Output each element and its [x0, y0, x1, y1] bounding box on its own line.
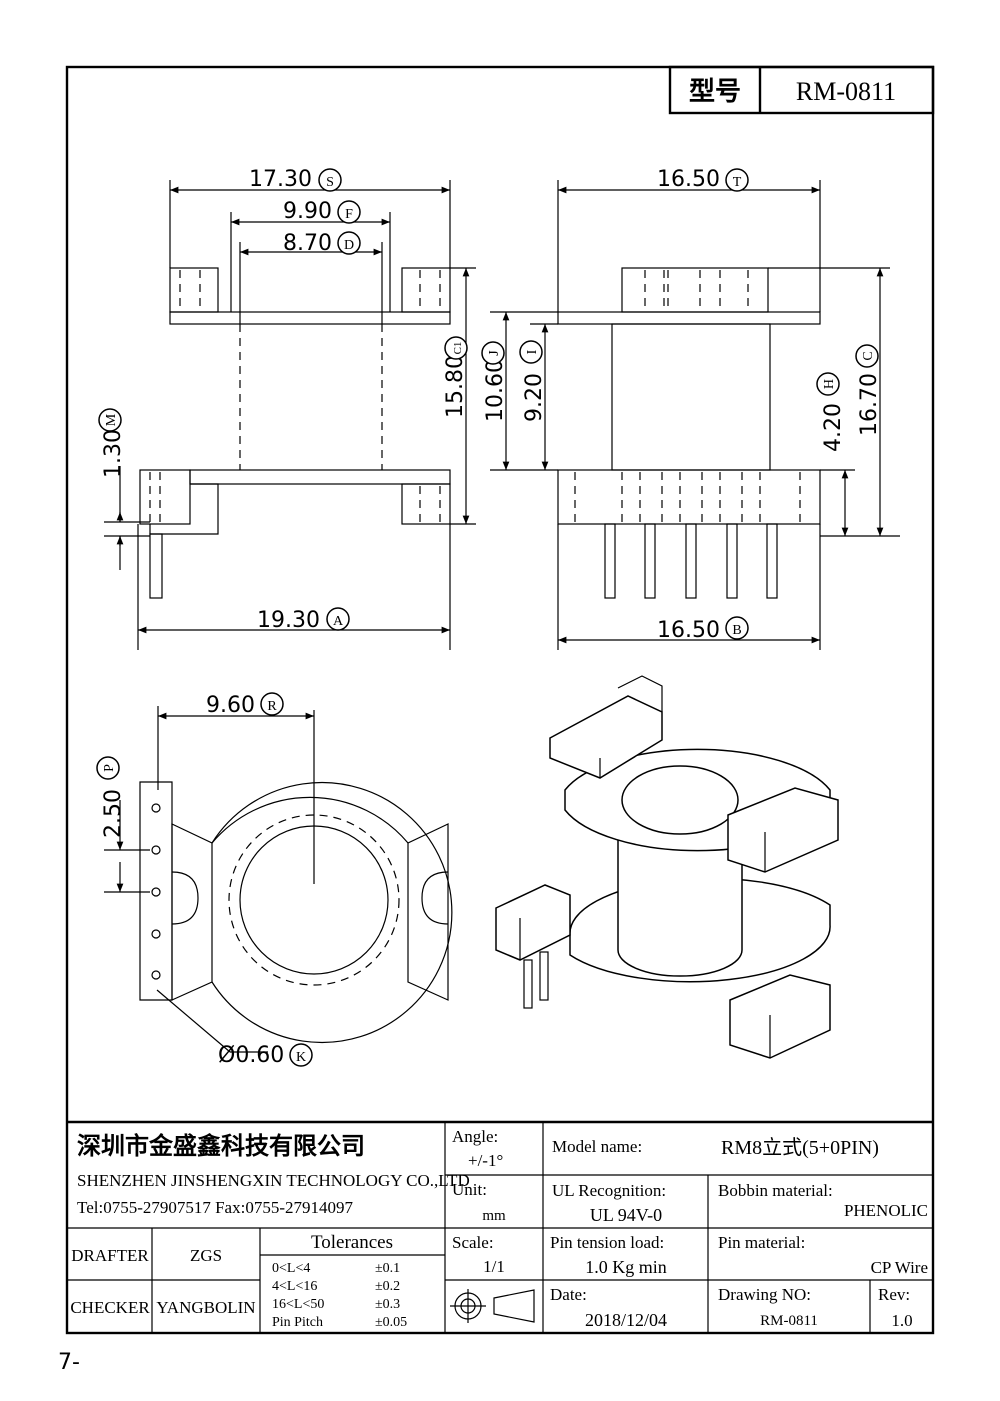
top-view: 9.60 R 2.50 P Ø0.60 K	[96, 692, 453, 1068]
checker-name: YANGBOLIN	[156, 1298, 255, 1317]
front-view: 17.30 S 9.90 F 8.70 D 15.80 C1 1.30 M	[98, 167, 476, 650]
scale-label: Scale:	[452, 1233, 494, 1252]
dim-H-label: H	[822, 379, 837, 389]
dim-J-label: J	[487, 350, 502, 356]
title-block: 深圳市金盛鑫科技有限公司 SHENZHEN JINSHENGXIN TECHNO…	[67, 1120, 933, 1333]
dim-S-label: S	[326, 175, 334, 190]
dim-R-value: 9.60	[206, 693, 255, 718]
pin-tension-label: Pin tension load:	[550, 1233, 664, 1252]
dim-A-value: 19.30	[257, 608, 320, 633]
rev-label: Rev:	[878, 1285, 910, 1304]
tolerance-value-1: ±0.1	[375, 1261, 400, 1276]
dim-D-label: D	[344, 238, 354, 253]
tolerance-value-2: ±0.2	[375, 1279, 400, 1294]
pin-tension-value: 1.0 Kg min	[585, 1257, 667, 1277]
tolerance-value-4: ±0.05	[375, 1315, 407, 1330]
model-tag: 型号 RM-0811	[668, 65, 935, 115]
drawing-no-value: RM-0811	[760, 1313, 818, 1329]
date-value: 2018/12/04	[585, 1310, 667, 1330]
drafter-name: ZGS	[190, 1246, 222, 1265]
dim-B-label: B	[732, 623, 741, 638]
bobbin-material-label: Bobbin material:	[718, 1181, 833, 1200]
rev-value: 1.0	[891, 1311, 912, 1330]
drafter-label: DRAFTER	[71, 1246, 149, 1265]
dim-K-label: K	[296, 1050, 306, 1065]
tolerance-value-3: ±0.3	[375, 1297, 400, 1312]
ul-label: UL Recognition:	[552, 1181, 666, 1200]
dim-I-label: I	[525, 349, 540, 354]
model-name-value: RM8立式(5+0PIN)	[721, 1136, 879, 1159]
dim-D-value: 8.70	[283, 231, 332, 256]
isometric-view	[495, 675, 839, 1059]
sheet-border	[65, 65, 935, 1335]
dim-F-label: F	[345, 207, 353, 222]
side-view: 16.50 T 10.60 J 9.20 I 4.20 H 16.70 C 16…	[481, 167, 900, 650]
projection-symbol-icon	[450, 1289, 535, 1323]
dim-M-value: 1.30	[101, 429, 126, 478]
tolerance-range-2: 4<L<16	[272, 1279, 317, 1294]
company-name-cn: 深圳市金盛鑫科技有限公司	[77, 1132, 365, 1160]
dim-J-value: 10.60	[483, 359, 508, 422]
dim-P-label: P	[102, 764, 117, 772]
dim-T-value: 16.50	[657, 167, 720, 192]
tolerance-range-3: 16<L<50	[272, 1297, 324, 1312]
unit-value: mm	[482, 1208, 506, 1224]
dim-C1-value: 15.80	[443, 355, 468, 418]
company-contact: Tel:0755-27907517 Fax:0755-27914097	[77, 1198, 353, 1217]
scale-value: 1/1	[483, 1257, 505, 1276]
dim-S-value: 17.30	[249, 167, 312, 192]
dim-R-label: R	[267, 699, 277, 714]
angle-label: Angle:	[452, 1127, 498, 1146]
dim-T-label: T	[733, 175, 742, 190]
ul-value: UL 94V-0	[590, 1205, 662, 1225]
dim-C-value: 16.70	[857, 373, 882, 436]
model-tag-label: 型号	[689, 77, 741, 107]
dim-P-value: 2.50	[101, 789, 126, 838]
dim-C1-label: C1	[452, 342, 464, 355]
unit-label: Unit:	[452, 1180, 487, 1199]
dim-C-label: C	[861, 351, 876, 360]
drawing-no-label: Drawing NO:	[718, 1285, 811, 1304]
dim-B-value: 16.50	[657, 618, 720, 643]
tolerance-range-4: Pin Pitch	[272, 1315, 323, 1330]
pin-material-label: Pin material:	[718, 1233, 805, 1252]
checker-label: CHECKER	[70, 1298, 150, 1317]
model-tag-value: RM-0811	[796, 77, 896, 106]
tolerances-title: Tolerances	[311, 1232, 393, 1253]
company-name-en: SHENZHEN JINSHENGXIN TECHNOLOGY CO.,LTD	[77, 1171, 470, 1190]
model-name-label: Model name:	[552, 1137, 642, 1156]
dim-K-value: Ø0.60	[218, 1043, 284, 1068]
tolerance-range-1: 0<L<4	[272, 1261, 310, 1276]
dim-M-label: M	[104, 413, 119, 426]
pin-material-value: CP Wire	[871, 1258, 928, 1277]
dim-A-label: A	[333, 614, 344, 629]
dim-F-value: 9.90	[283, 199, 332, 224]
dim-H-value: 4.20	[821, 403, 846, 452]
bobbin-material-value: PHENOLIC	[844, 1201, 928, 1220]
angle-value: +/-1°	[468, 1151, 503, 1170]
date-label: Date:	[550, 1285, 587, 1304]
dim-I-value: 9.20	[522, 373, 547, 422]
page-number: 7-	[58, 1350, 80, 1375]
